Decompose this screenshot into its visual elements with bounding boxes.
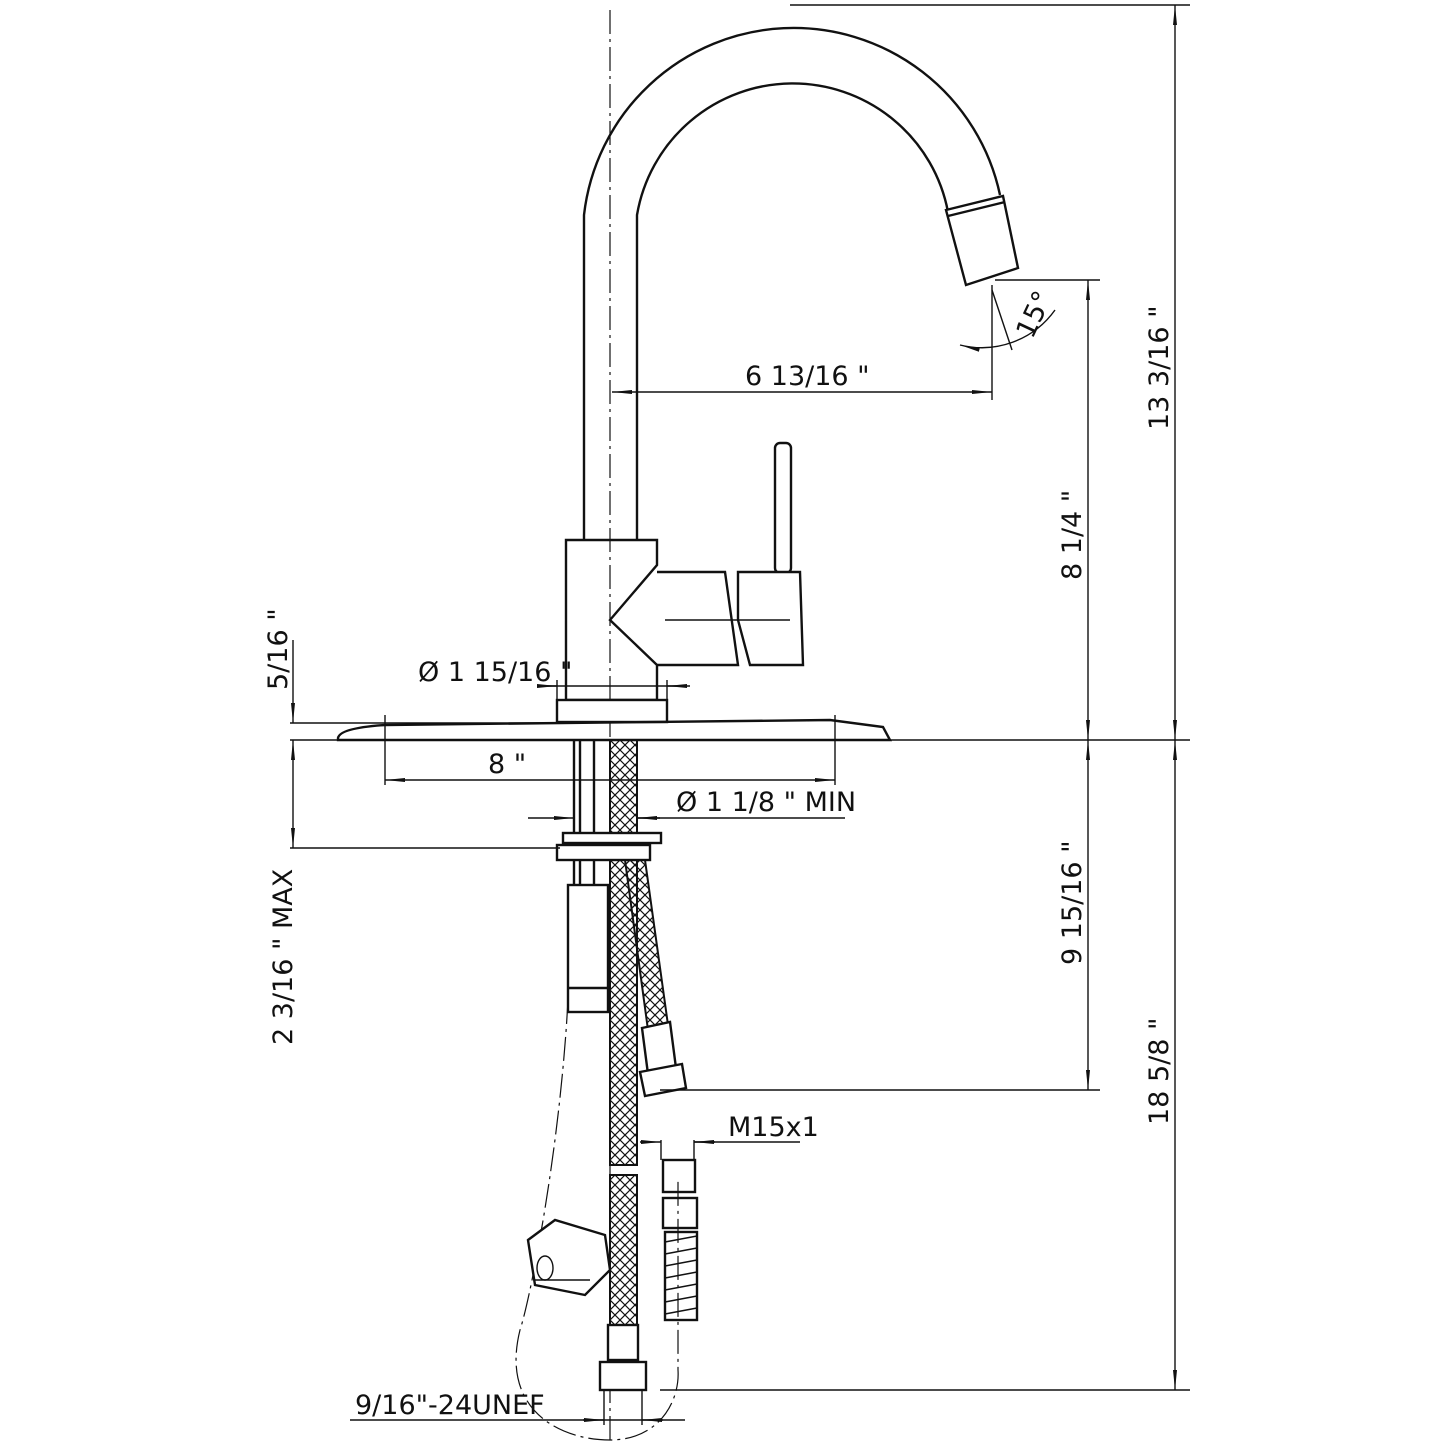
base-diameter-label: Ø 1 15/16 " [418,657,572,688]
washer [561,831,663,845]
supply-thread-label: M15x1 [728,1112,819,1143]
shank-nut [566,883,610,1014]
hose-weight [526,1218,612,1297]
base-ring [555,698,669,724]
hose-crimp [606,1323,640,1362]
spray-angle-label: 15° [1011,286,1059,342]
deck-plate [336,718,893,742]
hole-diameter-label: Ø 1 1/8 " MIN [676,787,856,818]
deck-thickness-label: 2 3/16 " MAX [268,869,299,1045]
spout [582,26,1020,540]
handle-lever [773,441,793,575]
dimension-lines [290,4,1190,1425]
under-deck-parts [515,739,699,1441]
handle-cap [736,570,805,667]
mounting-nut [555,843,652,862]
plate-width-label: 8 " [488,749,526,780]
pull-hose [609,739,638,1166]
pull-hose-length-label: 18 5/8 " [1144,1018,1175,1125]
faucet-body [555,441,805,724]
hose-nut [598,1360,648,1392]
handle-hub [657,570,740,667]
hose-thread-label: 9/16"-24UNEF [355,1390,545,1421]
supply-adapter [661,1158,697,1194]
supply-hose-nut [638,1062,688,1098]
spout-height-label: 8 1/4 " [1057,490,1088,580]
overall-height-label: 13 3/16 " [1144,305,1175,430]
supply-hose-length-label: 9 15/16 " [1057,840,1088,965]
plate-thickness-label: 5/16 " [263,608,294,690]
supply-adapter-body [661,1196,699,1230]
dimension-labels: 6 13/16 " 15° 13 3/16 " 8 1/4 " 5/16 " Ø… [263,286,1175,1421]
spray-head [944,194,1020,287]
spout-reach-label: 6 13/16 " [745,361,870,392]
threaded-tail [663,1230,699,1322]
